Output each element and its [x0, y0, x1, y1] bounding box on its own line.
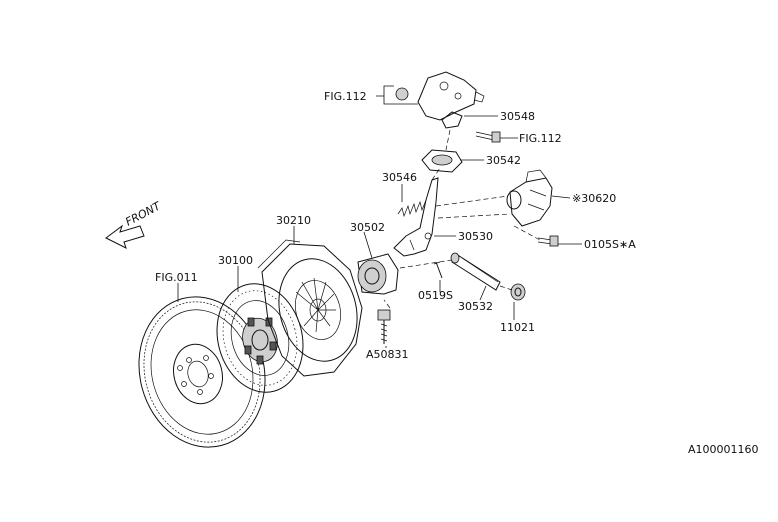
label-fig112-bolt[interactable]: FIG.112 [519, 132, 562, 145]
label-30542[interactable]: 30542 [486, 154, 521, 167]
pivot-shaft [450, 252, 501, 291]
pivot-seat [421, 149, 463, 173]
leader-lines [177, 85, 582, 348]
label-30210[interactable]: 30210 [276, 214, 311, 227]
label-fig011[interactable]: FIG.011 [155, 271, 198, 284]
label-30532[interactable]: 30532 [458, 300, 493, 313]
label-30620[interactable]: ※30620 [572, 192, 616, 205]
label-fig112-top[interactable]: FIG.112 [324, 90, 367, 103]
label-30530[interactable]: 30530 [458, 230, 493, 243]
label-30100[interactable]: 30100 [218, 254, 253, 267]
bolt-fig112 [475, 131, 501, 143]
pressure-plate-cover [257, 239, 363, 377]
release-fork [393, 177, 439, 257]
label-30548[interactable]: 30548 [500, 110, 535, 123]
bracket-30548 [395, 71, 485, 129]
front-direction-arrow: FRONT [105, 199, 164, 249]
flywheel [138, 296, 266, 448]
bolt-a50831 [377, 309, 391, 344]
front-label: FRONT [123, 199, 163, 229]
spring-30546 [397, 199, 427, 218]
clutch-disc [216, 283, 304, 393]
label-11021[interactable]: 11021 [500, 321, 535, 334]
bushing-11021 [510, 283, 526, 301]
figure-id: A100001160 [688, 443, 759, 456]
alignment-lines [383, 129, 541, 309]
pin-0519s [433, 261, 443, 279]
label-0519s[interactable]: 0519S [418, 289, 453, 302]
label-0105sa[interactable]: 0105S∗A [584, 238, 636, 251]
label-30546[interactable]: 30546 [382, 171, 417, 184]
operating-cylinder [506, 169, 553, 227]
callout-labels: FIG.112 30548 FIG.112 30542 30546 ※30620… [155, 90, 636, 361]
release-bearing [357, 253, 399, 295]
label-a50831[interactable]: A50831 [366, 348, 409, 361]
label-30502[interactable]: 30502 [350, 221, 385, 234]
bolt-0105sa [537, 235, 559, 247]
